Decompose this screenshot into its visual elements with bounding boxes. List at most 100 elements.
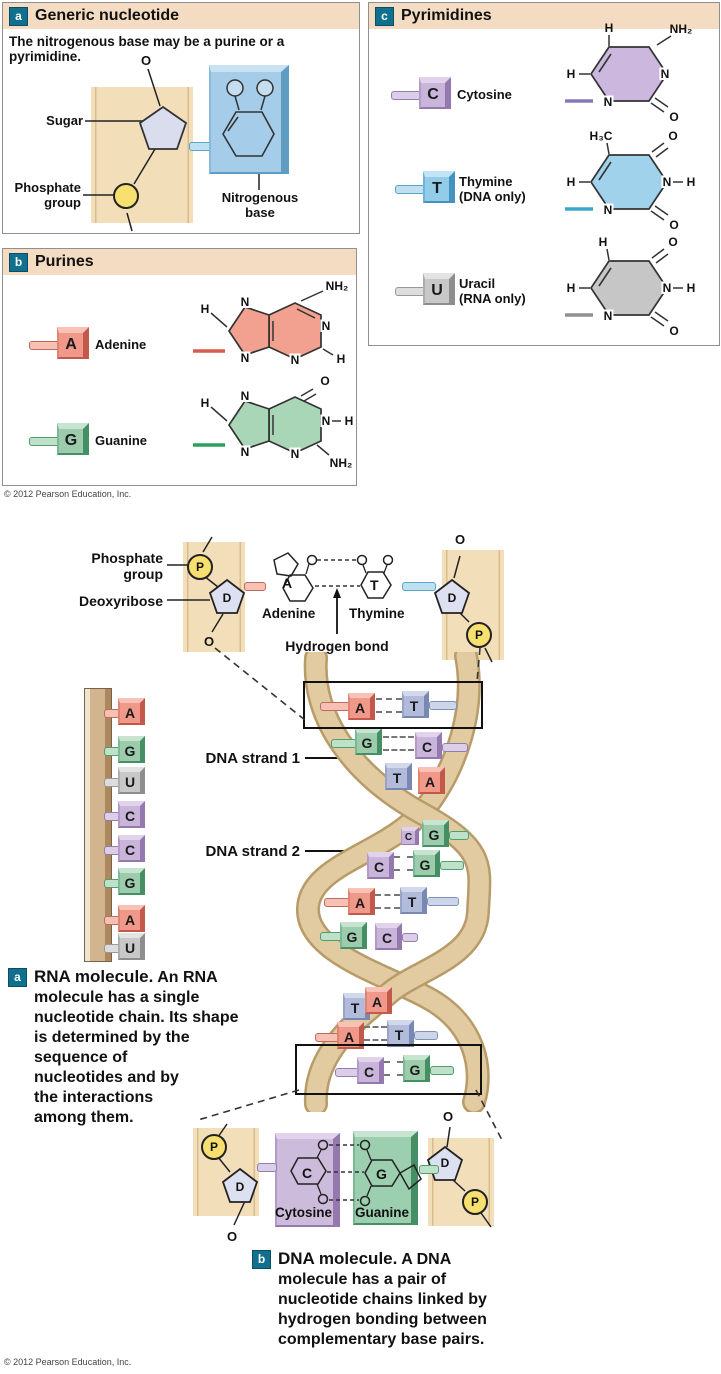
adenine-ring-pentagon <box>273 552 299 577</box>
dna-double-helix: A T G C T A C G C G A T G C T A <box>288 652 588 1112</box>
purine-hexagon <box>268 302 322 360</box>
atom-label: N <box>661 67 670 81</box>
phosphate-circle: P <box>187 554 213 580</box>
rna-base: C <box>118 801 145 828</box>
purine-pentagon <box>227 399 270 451</box>
atom-label: O <box>669 218 678 232</box>
base-stub <box>331 739 357 748</box>
atom-label: O <box>320 374 329 388</box>
panel-pyrimidines: c Pyrimidines C Cytosine H NH₂ H N N O T… <box>368 2 720 346</box>
panel-a-subtitle: The nitrogenous base may be a purine or … <box>9 34 285 64</box>
helix-base: T <box>387 1020 414 1047</box>
rna-base: A <box>118 698 145 725</box>
double-bond <box>654 311 669 322</box>
caption-a-title: RNA molecule. <box>34 967 154 986</box>
atom-label: N <box>241 445 250 459</box>
double-bond <box>651 142 665 153</box>
cytosine-ring-letter: C <box>302 1165 313 1181</box>
deoxyribose-label: Deoxyribose <box>78 593 163 609</box>
hydrogen-bond-dashes <box>394 856 413 871</box>
atom-label: N <box>322 319 331 333</box>
bond-line <box>606 142 610 155</box>
bond-line <box>316 444 330 456</box>
bond-line <box>656 35 672 46</box>
thymine-stub <box>402 582 436 591</box>
atom-label: N <box>241 295 250 309</box>
double-bond <box>650 102 665 113</box>
strand1-pointer-line <box>305 757 352 759</box>
panel-b-header: b Purines <box>3 249 356 275</box>
panel-b-title: Purines <box>35 253 94 270</box>
helix-base: A <box>365 987 392 1014</box>
helix-base: G <box>422 820 449 847</box>
phosphate-circle <box>113 183 139 209</box>
purine-pentagon <box>227 305 270 357</box>
helix-base: T <box>385 763 412 790</box>
dna-strand2-ribbon <box>298 652 488 1112</box>
caption-a-badge: a <box>8 968 27 987</box>
atom-label: O <box>669 110 678 124</box>
nitrogenous-base-label: Nitrogenous base <box>221 190 299 220</box>
double-bond <box>651 248 665 259</box>
atom-label: N <box>322 414 331 428</box>
rna-base: C <box>118 835 145 862</box>
bond-line <box>260 95 266 111</box>
bond-line <box>234 95 240 111</box>
adenine-label: Adenine <box>262 606 316 621</box>
base-stub <box>429 701 457 710</box>
base-stub <box>320 932 342 941</box>
caption-rna-molecule: a RNA molecule. An RNA molecule has a si… <box>8 966 312 1128</box>
base-stub <box>440 861 464 870</box>
thymine-legend-cube: T <box>423 171 455 203</box>
double-bond <box>227 116 239 132</box>
copyright-text: © 2012 Pearson Education, Inc. <box>4 1357 132 1367</box>
atom-label: O <box>668 129 677 143</box>
panel-generic-nucleotide: a Generic nucleotide The nitrogenous bas… <box>2 2 360 234</box>
helix-base: T <box>400 887 427 914</box>
helix-base: C <box>401 827 419 845</box>
double-bond <box>296 308 316 319</box>
cytosine-structure: H NH₂ H N N O <box>565 21 692 124</box>
double-bond <box>650 316 665 327</box>
h-bond-donor-circle <box>306 554 318 566</box>
adenine-legend-cube: A <box>57 327 89 359</box>
atom-label: H <box>567 175 576 189</box>
atom-label: N <box>663 281 672 295</box>
base-stub <box>442 743 468 752</box>
helix-base: T <box>402 691 429 718</box>
base-stub <box>402 933 418 942</box>
atom-label: H <box>605 21 614 35</box>
helix-base: C <box>367 852 394 879</box>
guanine-label: Guanine <box>355 1205 410 1220</box>
atom-label: O <box>669 324 678 338</box>
atom-label: H <box>687 281 696 295</box>
dna-strand2-label: DNA strand 2 <box>205 843 300 860</box>
cytosine-guanine-detail: D D P O C Cytosine G Guanine O P <box>185 1105 595 1255</box>
atom-label: N <box>604 309 613 323</box>
panel-c-badge: c <box>375 6 394 26</box>
pyrimidine-ring <box>589 154 669 210</box>
oxygen-label: O <box>141 53 152 68</box>
backbone-strip <box>428 1138 494 1226</box>
panel-a-header: a Generic nucleotide <box>3 3 359 29</box>
thymine-ring-letter: T <box>370 577 379 593</box>
guanine-legend-label: Guanine <box>95 433 148 448</box>
atom-label: H <box>599 235 608 249</box>
base-stub <box>324 898 350 907</box>
bond-line <box>300 290 324 302</box>
atom-label: N <box>663 175 672 189</box>
thymine-label: Thymine <box>349 606 405 621</box>
pyrimidine-ring <box>589 46 669 102</box>
atom-label: N <box>604 203 613 217</box>
copyright-text: © 2012 Pearson Education, Inc. <box>4 489 132 499</box>
atom-label: O <box>668 235 677 249</box>
atom-label: H <box>687 175 696 189</box>
thymine-structure: H₃C O H N H N O <box>565 129 696 232</box>
strand2-pointer-line <box>305 850 344 852</box>
adenine-ring-letter: A <box>282 575 293 591</box>
cytosine-stub <box>257 1163 277 1172</box>
panel-a-title: Generic nucleotide <box>35 7 180 24</box>
panel-b-badge: b <box>9 252 28 272</box>
phosphate-circle: P <box>201 1134 227 1160</box>
